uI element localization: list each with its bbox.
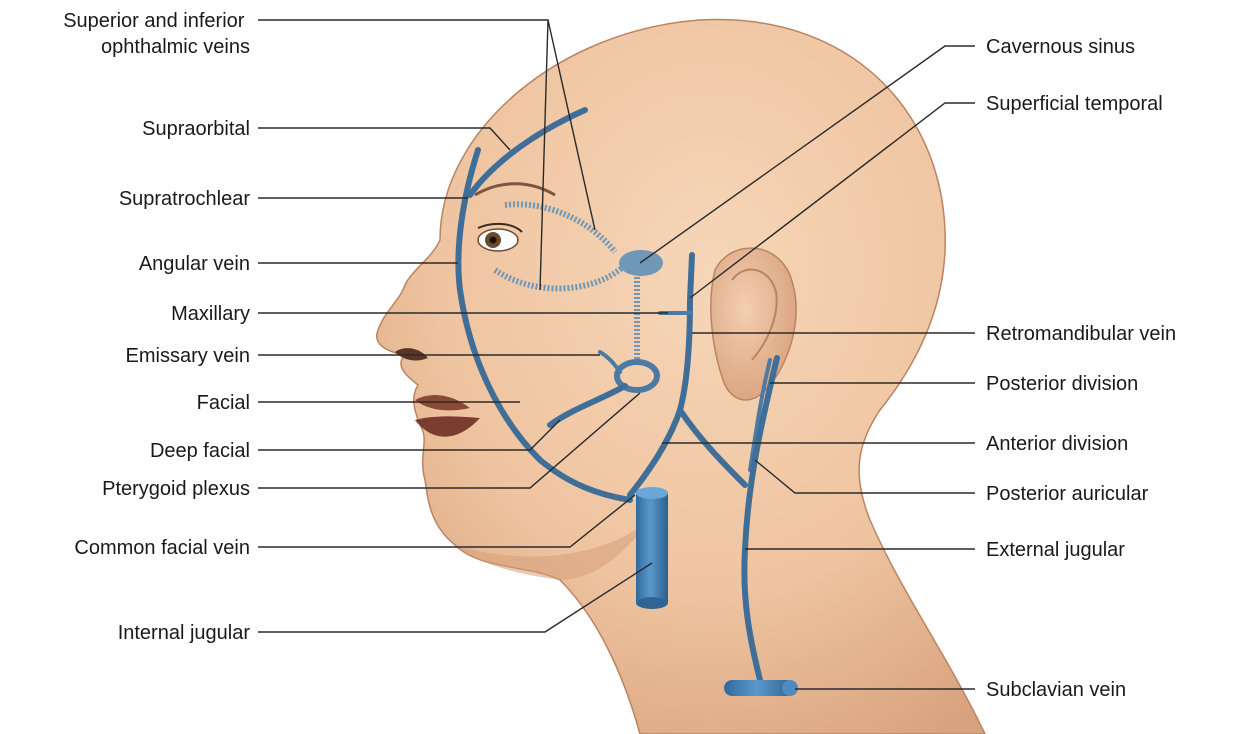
label-angular-vein: Angular vein: [139, 253, 250, 275]
label-emissary-vein: Emissary vein: [126, 345, 250, 367]
label-cavernous-sinus: Cavernous sinus: [986, 36, 1135, 58]
label-pterygoid-plexus: Pterygoid plexus: [102, 478, 250, 500]
labels-right: Cavernous sinus Superficial temporal Ret…: [986, 36, 1176, 701]
label-subclavian-vein: Subclavian vein: [986, 679, 1126, 701]
internal-jugular-vein: [636, 487, 668, 609]
label-supratrochlear: Supratrochlear: [119, 188, 251, 210]
label-internal-jugular: Internal jugular: [118, 622, 251, 644]
label-posterior-auricular: Posterior auricular: [986, 483, 1149, 505]
label-anterior-division: Anterior division: [986, 433, 1128, 455]
label-superficial-temporal: Superficial temporal: [986, 93, 1163, 115]
labels-left: Superior and inferior ophthalmic veins S…: [63, 10, 250, 644]
head-silhouette: [377, 20, 985, 734]
label-posterior-division: Posterior division: [986, 373, 1138, 395]
label-ophthalmic-veins: Superior and inferior ophthalmic veins: [63, 10, 250, 58]
label-maxillary: Maxillary: [171, 303, 250, 325]
subclavian-vein: [724, 680, 798, 696]
label-facial: Facial: [197, 392, 250, 414]
label-deep-facial: Deep facial: [150, 440, 250, 462]
label-retromandibular-vein: Retromandibular vein: [986, 323, 1176, 345]
label-supraorbital: Supraorbital: [142, 118, 250, 140]
label-external-jugular: External jugular: [986, 539, 1125, 561]
label-common-facial-vein: Common facial vein: [74, 537, 250, 559]
